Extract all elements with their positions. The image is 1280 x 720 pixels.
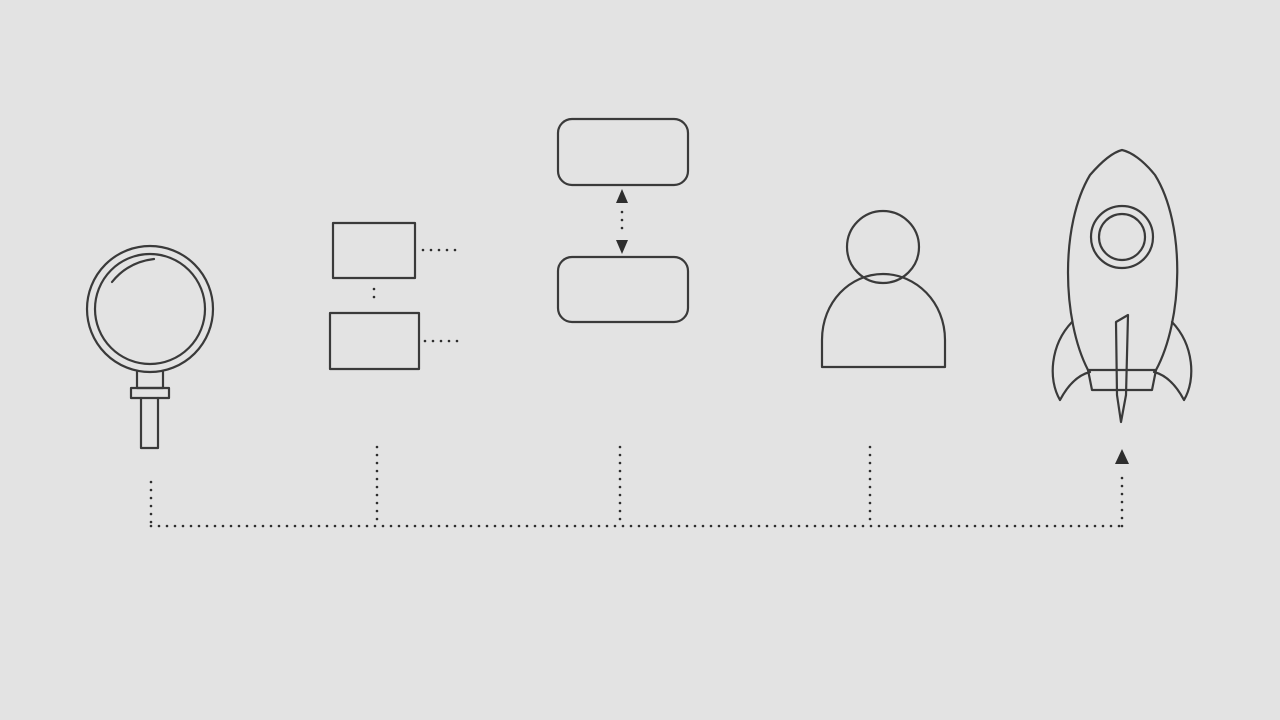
rocket-fin-left — [1051, 320, 1092, 402]
exchange-box-top — [556, 117, 690, 187]
exchange-box-bottom — [556, 255, 690, 324]
box-structure-icon — [328, 221, 462, 371]
arrow-down-icon — [616, 240, 628, 254]
structure-box-bottom — [328, 311, 421, 371]
rocket-window-outer — [1089, 204, 1155, 270]
rocket-center-fin — [1114, 313, 1130, 424]
rocket-body — [1066, 148, 1179, 372]
two-way-exchange-icon — [556, 117, 690, 324]
rocket-base — [1086, 368, 1158, 392]
arrow-up-icon — [616, 189, 628, 203]
rocket-window-inner — [1097, 212, 1147, 262]
person-head — [845, 209, 921, 285]
structure-box-top — [331, 221, 417, 280]
magnifying-glass-icon — [85, 244, 215, 450]
up-arrow-icon — [1115, 449, 1129, 464]
person-body — [820, 272, 947, 369]
timeline — [149, 445, 1129, 528]
person-icon — [820, 209, 947, 369]
rocket-icon — [1051, 148, 1193, 424]
rocket-fin-right — [1152, 320, 1193, 402]
